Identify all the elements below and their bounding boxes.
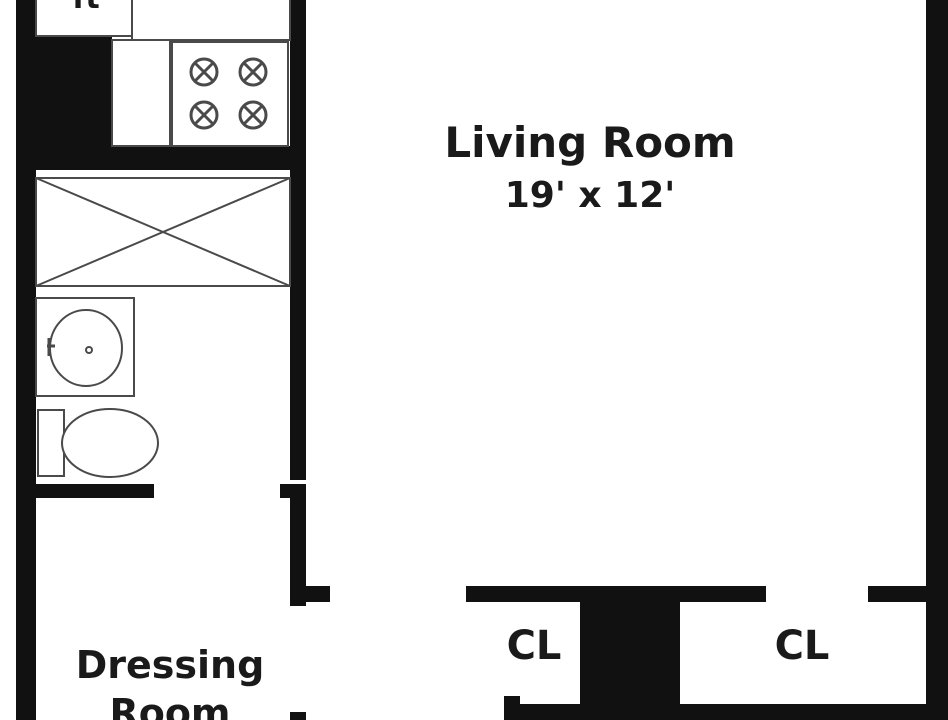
kitchen-bath-horizontal-wall — [36, 146, 306, 170]
bathtub-cross-icon — [35, 177, 291, 287]
toilet-bowl-icon — [61, 408, 159, 478]
top-left-text-fragment: ft — [62, 0, 110, 14]
dressing-room-label: Dressing — [75, 643, 265, 687]
bathroom-fixtures — [35, 177, 291, 478]
toilet-tank — [37, 409, 65, 477]
walls — [16, 0, 948, 720]
burner-icon — [189, 57, 219, 87]
refrigerator — [35, 0, 133, 37]
kitchen-sink-counter — [111, 39, 171, 147]
living-room-label: Living Room — [444, 118, 736, 167]
closet-left-label: CL — [506, 623, 562, 669]
closet-top-wall-right — [868, 586, 948, 602]
burner-icon — [189, 100, 219, 130]
living-room-left-wall-stub — [290, 586, 330, 602]
bathroom-right-wall-lower — [280, 484, 306, 498]
outer-left-wall — [16, 0, 36, 720]
faucet-icon — [47, 338, 55, 356]
dressing-room-wall-stub — [290, 712, 306, 720]
kitchen-bathroom-partition-wall — [290, 0, 306, 170]
living-room-right-wall — [926, 0, 948, 720]
bathroom-right-wall-upper — [290, 170, 306, 480]
stove — [171, 41, 289, 147]
closet-bottom-wall — [516, 704, 928, 720]
kitchen-fixtures — [35, 0, 291, 147]
burner-icon — [238, 100, 268, 130]
closet-left-jamb — [504, 696, 520, 720]
stove-burners — [189, 57, 268, 130]
closet-right-label: CL — [774, 623, 830, 669]
sink-drain-icon — [85, 346, 93, 354]
kitchen-counter-top — [131, 0, 291, 41]
closet-center-pillar — [580, 600, 680, 704]
burner-icon — [238, 57, 268, 87]
living-room-dimensions: 19' x 12' — [504, 175, 676, 216]
living-room-left-wall — [290, 498, 306, 606]
dressing-room-label-line2: Room — [109, 691, 231, 720]
closet-top-wall-left — [466, 586, 766, 602]
kitchen-solid-block — [36, 36, 112, 148]
bathroom-bottom-wall — [36, 484, 154, 498]
